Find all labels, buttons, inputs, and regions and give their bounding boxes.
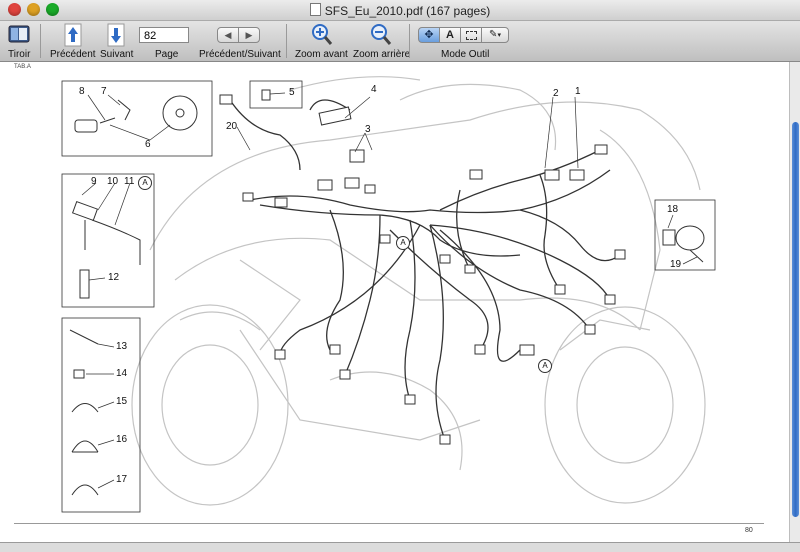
toolbar-separator	[286, 24, 287, 58]
callout-13: 13	[116, 341, 128, 352]
drawer-icon	[8, 25, 30, 43]
pdf-document-icon	[309, 3, 321, 16]
toolbar: Tiroir Précédent Suivant 82 Page ◀ ▶	[0, 21, 800, 62]
text-tool-icon: A	[446, 29, 454, 41]
callout-20: 20	[226, 121, 238, 132]
vertical-scrollbar[interactable]	[789, 62, 800, 542]
callout-8: 8	[79, 86, 85, 97]
title-bar[interactable]: SFS_Eu_2010.pdf (167 pages)	[0, 0, 800, 21]
callout-3: 3	[365, 124, 371, 135]
document-page[interactable]	[0, 62, 789, 542]
toolbar-separator	[409, 24, 410, 58]
magnifier-minus-icon	[371, 24, 392, 45]
marquee-select-icon	[465, 31, 477, 40]
inset-boxes	[61, 80, 716, 513]
page-number: 80	[745, 527, 753, 534]
page-label: Page	[155, 49, 179, 60]
harness-wires	[229, 99, 621, 441]
connector-marker-a: A	[538, 359, 552, 373]
zoom-in-label: Zoom avant	[295, 49, 348, 60]
callout-16: 16	[116, 434, 128, 445]
window-title-area: SFS_Eu_2010.pdf (167 pages)	[0, 3, 800, 18]
arrow-up-icon	[64, 23, 82, 47]
zoom-out-label: Zoom arrière	[353, 49, 411, 60]
harness-connectors	[219, 89, 626, 445]
prev-next-label: Précédent/Suivant	[199, 49, 281, 60]
page-number-input[interactable]: 82	[139, 27, 189, 43]
tool-scroll-button[interactable]: ✥	[418, 27, 440, 43]
tool-annotate-button[interactable]: ✎▾	[481, 27, 509, 43]
chevron-down-icon: ▾	[497, 32, 501, 39]
callout-11: 11	[124, 176, 135, 187]
scrollbar-thumb[interactable]	[792, 122, 799, 517]
magnifier-plus-icon	[312, 24, 333, 45]
toolbar-separator	[40, 24, 41, 58]
callout-10: 10	[107, 176, 119, 187]
arrow-down-icon	[107, 23, 125, 47]
move-hand-icon: ✥	[424, 29, 434, 41]
tool-mode-label: Mode Outil	[441, 49, 490, 60]
leader-lines	[81, 92, 698, 489]
inset-part-sketches	[69, 95, 705, 496]
callout-19: 19	[670, 259, 682, 270]
connector-marker-a: A	[138, 176, 152, 190]
callout-14: 14	[116, 368, 128, 379]
window-bottom-bar	[0, 542, 800, 552]
window-title: SFS_Eu_2010.pdf (167 pages)	[324, 4, 491, 18]
triangle-right-icon: ▶	[245, 30, 253, 40]
callout-4: 4	[371, 84, 377, 95]
footer-rule	[14, 523, 764, 524]
triangle-left-icon: ◀	[224, 30, 232, 40]
close-window-button[interactable]	[8, 3, 21, 16]
motorcycle-outline	[131, 76, 706, 506]
callout-2: 2	[553, 88, 559, 99]
drawer-label: Tiroir	[8, 49, 31, 60]
tab-label: TAB.A	[14, 64, 31, 70]
callout-17: 17	[116, 474, 128, 485]
segment-next-button[interactable]: ▶	[238, 27, 260, 43]
minimize-window-button[interactable]	[27, 3, 40, 16]
zoom-window-button[interactable]	[46, 3, 59, 16]
previous-label: Précédent	[50, 49, 96, 60]
connector-marker-a: A	[396, 236, 410, 250]
next-label: Suivant	[100, 49, 134, 60]
callout-18: 18	[667, 204, 679, 215]
callout-9: 9	[91, 176, 97, 187]
callout-12: 12	[108, 272, 120, 283]
callout-1: 1	[575, 86, 581, 97]
callout-6: 6	[145, 139, 151, 150]
callout-15: 15	[116, 396, 128, 407]
callout-7: 7	[101, 86, 107, 97]
callout-5: 5	[289, 87, 295, 98]
pencil-icon: ✎	[489, 29, 498, 40]
wiring-harness-diagram	[61, 76, 716, 513]
